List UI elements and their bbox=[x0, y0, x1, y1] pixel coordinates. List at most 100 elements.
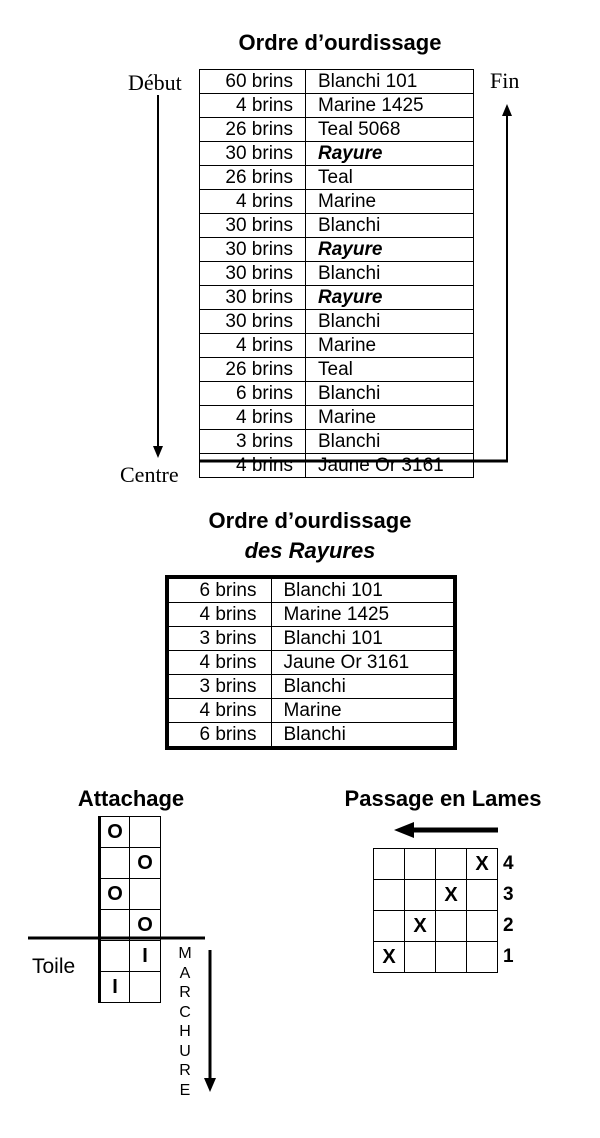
center-label: Centre bbox=[120, 462, 179, 487]
thread-count: 26 brins bbox=[199, 165, 306, 190]
threading-cell bbox=[466, 941, 498, 973]
thread-count: 6 brins bbox=[166, 722, 272, 749]
threading-cell bbox=[435, 910, 467, 942]
thread-count: 4 brins bbox=[166, 602, 272, 627]
threading-cell bbox=[435, 848, 467, 880]
stripes-title-line1: Ordre d’ourdissage bbox=[208, 508, 412, 533]
thread-count: 6 brins bbox=[199, 381, 306, 406]
thread-color: Teal 5068 bbox=[305, 117, 474, 142]
start-label: Début bbox=[128, 70, 182, 95]
stripes-title-line2: des Rayures bbox=[244, 538, 376, 563]
thread-color: Blanchi bbox=[305, 381, 474, 406]
shaft-number: 3 bbox=[503, 884, 514, 905]
threading-cell bbox=[404, 848, 436, 880]
threading-cell bbox=[404, 879, 436, 911]
thread-color: Marine 1425 bbox=[305, 93, 474, 118]
threading-cell: X bbox=[373, 941, 405, 973]
thread-color: Marine bbox=[270, 698, 456, 723]
threading-cell bbox=[466, 910, 498, 942]
thread-color: Marine bbox=[305, 405, 474, 430]
threading-cell bbox=[373, 848, 405, 880]
thread-color: Blanchi 101 bbox=[270, 626, 456, 651]
left-arrowhead-icon bbox=[394, 822, 414, 838]
thread-count: 30 brins bbox=[199, 141, 306, 166]
threading-cell: X bbox=[435, 879, 467, 911]
thread-color: Blanchi bbox=[270, 722, 456, 749]
threading-cell bbox=[466, 879, 498, 911]
shaft-number: 2 bbox=[503, 915, 514, 936]
direction-arrows bbox=[153, 95, 512, 463]
thread-count: 30 brins bbox=[199, 213, 306, 238]
up-arrowhead-icon bbox=[502, 104, 512, 116]
threading-cell: X bbox=[404, 910, 436, 942]
thread-count: 4 brins bbox=[166, 698, 272, 723]
main-title: Ordre d’ourdissage bbox=[238, 30, 442, 55]
thread-count: 30 brins bbox=[199, 285, 306, 310]
thread-color: Blanchi bbox=[305, 213, 474, 238]
thread-count: 30 brins bbox=[199, 237, 306, 262]
thread-color: Blanchi 101 bbox=[270, 576, 456, 603]
end-label: Fin bbox=[490, 68, 520, 93]
thread-count: 4 brins bbox=[199, 333, 306, 358]
thread-color: Jaune Or 3161 bbox=[270, 650, 456, 675]
tieup-lines bbox=[28, 936, 216, 1092]
threading-cell bbox=[404, 941, 436, 973]
thread-count: 4 brins bbox=[199, 453, 306, 478]
thread-count: 3 brins bbox=[166, 674, 272, 699]
thread-count: 6 brins bbox=[166, 576, 272, 603]
thread-color: Blanchi bbox=[305, 261, 474, 286]
threading-cell bbox=[373, 910, 405, 942]
down-arrowhead-icon bbox=[153, 446, 163, 458]
thread-color: Marine 1425 bbox=[270, 602, 456, 627]
tieup-cell bbox=[129, 971, 161, 1003]
thread-color: Marine bbox=[305, 189, 474, 214]
tieup-title: Attachage bbox=[77, 786, 185, 811]
thread-color: Marine bbox=[305, 333, 474, 358]
thread-count: 3 brins bbox=[199, 429, 306, 454]
thread-count: 4 brins bbox=[199, 189, 306, 214]
thread-color: Teal bbox=[305, 165, 474, 190]
marchure-label: MARCHURE bbox=[178, 945, 192, 1099]
threading-cell bbox=[435, 941, 467, 973]
thread-count: 3 brins bbox=[166, 626, 272, 651]
thread-color: Blanchi bbox=[305, 309, 474, 334]
thread-count: 26 brins bbox=[199, 357, 306, 382]
thread-color: Blanchi 101 bbox=[305, 69, 474, 94]
toile-label: Toile bbox=[32, 955, 76, 978]
thread-color: Blanchi bbox=[270, 674, 456, 699]
threading-title: Passage en Lames bbox=[344, 786, 542, 811]
thread-count: 4 brins bbox=[199, 405, 306, 430]
marchure-arrowhead-icon bbox=[204, 1078, 216, 1092]
thread-color: Rayure bbox=[305, 141, 474, 166]
shaft-number: 4 bbox=[503, 853, 514, 874]
thread-count: 26 brins bbox=[199, 117, 306, 142]
threading-direction-arrow bbox=[394, 822, 498, 838]
thread-count: 4 brins bbox=[166, 650, 272, 675]
shaft-number: 1 bbox=[503, 946, 514, 967]
threading-cell bbox=[373, 879, 405, 911]
